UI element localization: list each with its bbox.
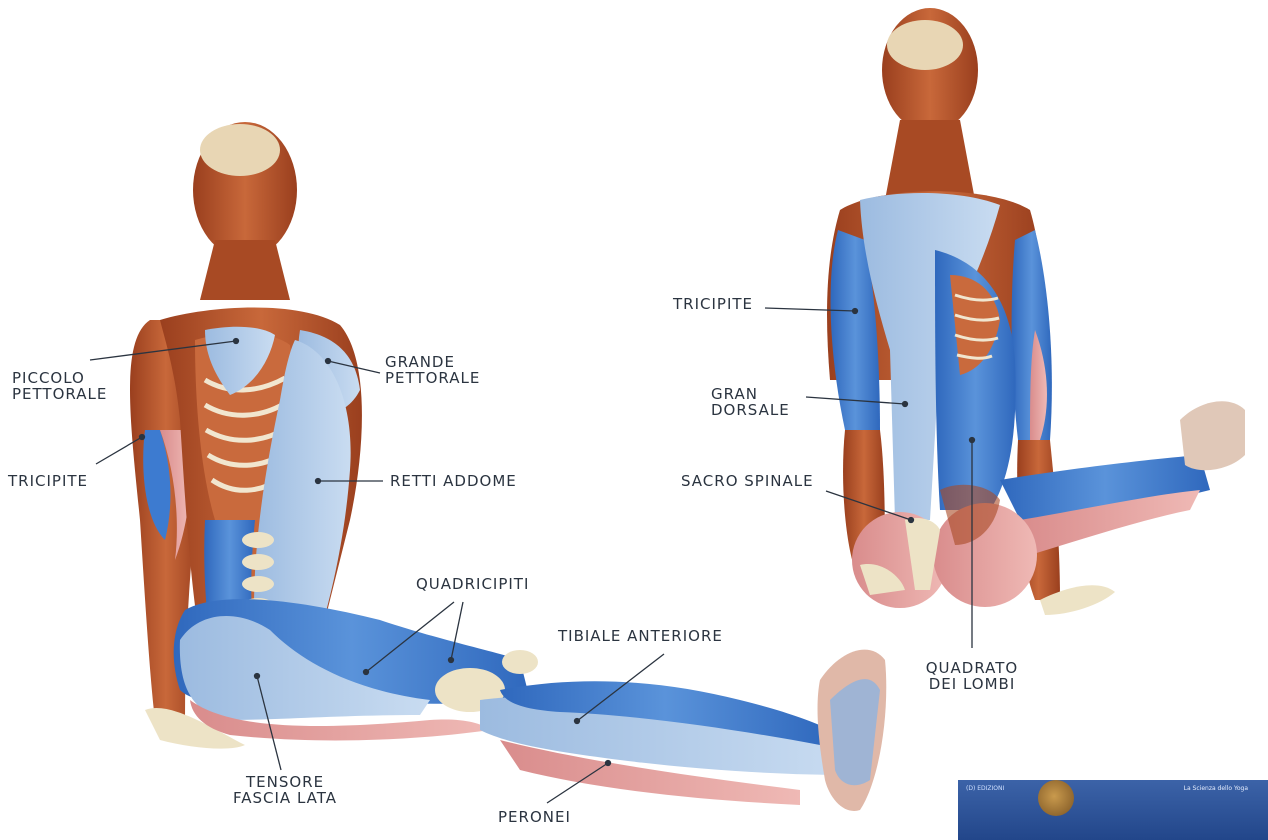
label-line: SACRO SPINALE (681, 473, 814, 489)
label-line: FASCIA LATA (225, 790, 345, 806)
label-tricipite-back: TRICIPITE (673, 296, 753, 312)
book-cover-thumbnail: (D) EDIZIONI La Scienza dello Yoga (958, 780, 1268, 840)
label-retti-addome: RETTI ADDOME (390, 473, 517, 489)
back-figure (827, 8, 1245, 615)
label-gran-dorsale: GRAN DORSALE (711, 386, 790, 418)
label-line: PICCOLO (12, 370, 107, 386)
label-tensore-fascia-lata: TENSORE FASCIA LATA (225, 774, 345, 806)
label-line: QUADRICIPITI (416, 576, 529, 592)
label-sacro-spinale: SACRO SPINALE (681, 473, 814, 489)
label-line: QUADRATO (920, 660, 1024, 676)
label-tibiale-anteriore: TIBIALE ANTERIORE (558, 628, 723, 644)
label-quadrato-dei-lombi: QUADRATO DEI LOMBI (920, 660, 1024, 692)
label-grande-pettorale: GRANDE PETTORALE (385, 354, 480, 386)
cover-figure-image (1038, 780, 1074, 816)
label-line: PERONEI (498, 809, 571, 825)
label-line: TIBIALE ANTERIORE (558, 628, 723, 644)
label-line: PETTORALE (385, 370, 480, 386)
label-piccolo-pettorale: PICCOLO PETTORALE (12, 370, 107, 402)
front-figure (130, 122, 886, 811)
label-quadricipiti: QUADRICIPITI (416, 576, 529, 592)
label-line: TRICIPITE (8, 473, 88, 489)
label-line: RETTI ADDOME (390, 473, 517, 489)
book-title-text: La Scienza dello Yoga (1184, 785, 1248, 792)
label-line: DEI LOMBI (920, 676, 1024, 692)
label-line: GRAN (711, 386, 790, 402)
label-peronei: PERONEI (498, 809, 571, 825)
label-line: DORSALE (711, 402, 790, 418)
label-tricipite-front: TRICIPITE (8, 473, 88, 489)
publisher-text: (D) EDIZIONI (966, 785, 1004, 792)
label-line: PETTORALE (12, 386, 107, 402)
label-line: GRANDE (385, 354, 480, 370)
label-line: TENSORE (225, 774, 345, 790)
label-line: TRICIPITE (673, 296, 753, 312)
